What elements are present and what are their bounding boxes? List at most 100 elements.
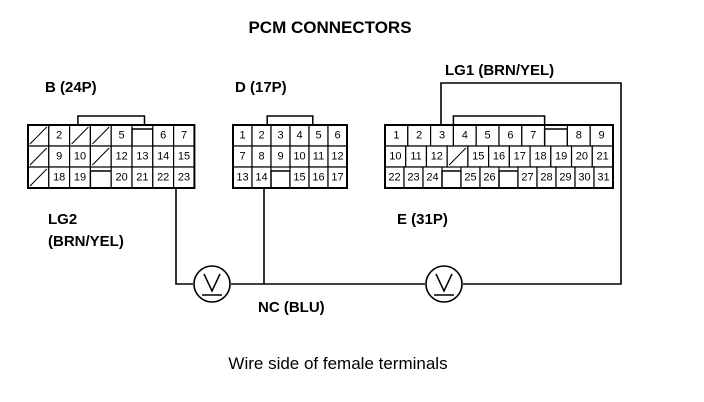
connector-d-outline xyxy=(232,124,348,189)
connector-e-pin-label: 4 xyxy=(462,130,468,142)
connector-d-pin-label: 12 xyxy=(331,151,343,163)
connector-e-latch xyxy=(452,115,546,125)
nc-wire-label: NC (BLU) xyxy=(258,299,325,316)
connector-e-pin-label: 2 xyxy=(416,130,422,142)
connector-e-key-notch xyxy=(498,170,519,188)
lg2-wire-color-label: (BRN/YEL) xyxy=(48,233,124,250)
connector-b-pin-label: 9 xyxy=(56,151,62,163)
connector-b-pin-label: 18 xyxy=(53,172,65,184)
connector-d-pin-label: 11 xyxy=(313,151,324,163)
connector-e-pin-label: 5 xyxy=(485,130,491,142)
connector-b-latch xyxy=(77,115,146,125)
connector-d-pin-label: 15 xyxy=(293,172,305,184)
connector-b-empty-slot xyxy=(92,147,110,166)
connector-d-key-notch xyxy=(270,170,291,188)
connector-b-empty-slot xyxy=(29,126,48,145)
connector-d-pin-label: 10 xyxy=(293,151,305,163)
connector-e-pin-label: 12 xyxy=(431,151,443,163)
connector-e-pin-label: 31 xyxy=(597,172,609,184)
connector-d-pin-label: 2 xyxy=(258,130,264,142)
connector-d-pin-label: 17 xyxy=(331,172,343,184)
connector-d-pin-label: 1 xyxy=(239,130,245,142)
connector-e-pin-label: 30 xyxy=(578,172,590,184)
connector-e-pin-label: 21 xyxy=(597,151,609,163)
connector-e-pin-label: 26 xyxy=(483,172,495,184)
diagram-caption: Wire side of female terminals xyxy=(228,354,447,373)
connector-e-pin-label: 6 xyxy=(507,130,513,142)
voltmeter-right-symbol xyxy=(434,273,454,296)
connector-e-label: E (31P) xyxy=(397,211,448,228)
connector-b-pin-label: 5 xyxy=(119,130,125,142)
connector-e-pin-label: 28 xyxy=(540,172,552,184)
connector-e-pin-label: 24 xyxy=(426,172,438,184)
voltmeter-right-circle xyxy=(425,265,463,303)
connector-e-pin-label: 3 xyxy=(439,130,445,142)
connector-e-empty-slot xyxy=(448,147,467,166)
connector-e-pin-label: 10 xyxy=(389,151,401,163)
connector-d-label: D (17P) xyxy=(235,79,287,96)
connector-d-pin-label: 5 xyxy=(315,130,321,142)
connector-e-pin-label: 17 xyxy=(514,151,526,163)
connector-b-pin-label: 14 xyxy=(157,151,169,163)
connector-d-pin-label: 4 xyxy=(296,130,302,142)
connector-b-pin-label: 23 xyxy=(178,172,190,184)
nc-wire-left xyxy=(231,188,265,285)
connector-b-label: B (24P) xyxy=(45,79,97,96)
connector-d-latch xyxy=(266,115,314,125)
connector-b-pin-label: 13 xyxy=(136,151,148,163)
connector-e-pin-label: 29 xyxy=(559,172,571,184)
connector-e-pin-label: 20 xyxy=(576,151,588,163)
voltmeter-left-symbol xyxy=(202,273,222,296)
connector-d-pin-label: 9 xyxy=(277,151,283,163)
connector-d-pin-label: 3 xyxy=(277,130,283,142)
connector-e-key-notch xyxy=(441,170,462,188)
connector-e-pin-label: 8 xyxy=(576,130,582,142)
connector-b-empty-slot xyxy=(29,147,48,166)
connector-b-empty-slot xyxy=(92,126,110,145)
voltmeter-left-circle xyxy=(193,265,231,303)
connector-b-pin-label: 19 xyxy=(74,172,86,184)
connector-e-pin-label: 16 xyxy=(493,151,505,163)
connector-b-key-notch xyxy=(89,170,112,188)
connector-d-pin-label: 8 xyxy=(258,151,264,163)
connector-d-pin-label: 16 xyxy=(312,172,324,184)
diagram-title: PCM CONNECTORS xyxy=(248,18,411,37)
connector-b-pin-label: 21 xyxy=(136,172,148,184)
connector-e-pin-label: 25 xyxy=(464,172,476,184)
connector-b-empty-slot xyxy=(71,126,89,145)
connector-e-pin-label: 23 xyxy=(407,172,419,184)
lg2-wire xyxy=(175,188,193,285)
connector-e-key-notch xyxy=(543,128,569,146)
connector-b-pin-label: 2 xyxy=(56,130,62,142)
connector-b-empty-slot xyxy=(29,168,48,187)
connector-e-pin-label: 15 xyxy=(472,151,484,163)
voltmeter-right xyxy=(425,265,463,303)
lg2-wire-label: LG2 xyxy=(48,211,77,228)
connector-e-pin-label: 1 xyxy=(393,130,399,142)
connector-b-pin-label: 22 xyxy=(157,172,169,184)
connector-e-pin-label: 11 xyxy=(410,151,421,163)
lg1-wire xyxy=(440,82,622,285)
connector-e-pin-label: 27 xyxy=(521,172,533,184)
connector-d-pin-label: 14 xyxy=(255,172,267,184)
connector-b-pin-label: 7 xyxy=(181,130,187,142)
voltmeter-left xyxy=(193,265,231,303)
connector-e-pin-label: 19 xyxy=(555,151,567,163)
connector-d-pin-label: 6 xyxy=(334,130,340,142)
connector-e-pin-label: 7 xyxy=(530,130,536,142)
connector-b-outline xyxy=(27,124,196,189)
connector-b-pin-label: 15 xyxy=(178,151,190,163)
lg1-wire-label: LG1 (BRN/YEL) xyxy=(445,62,554,79)
connector-d-pin-label: 7 xyxy=(239,151,245,163)
connector-e-pin-label: 22 xyxy=(388,172,400,184)
connector-e-outline xyxy=(384,124,614,189)
connector-b-pin-label: 6 xyxy=(160,130,166,142)
connector-b-key-notch xyxy=(131,128,154,146)
connector-e-pin-label: 9 xyxy=(599,130,605,142)
connector-b-pin-label: 10 xyxy=(74,151,86,163)
connector-d-pin-label: 13 xyxy=(236,172,248,184)
